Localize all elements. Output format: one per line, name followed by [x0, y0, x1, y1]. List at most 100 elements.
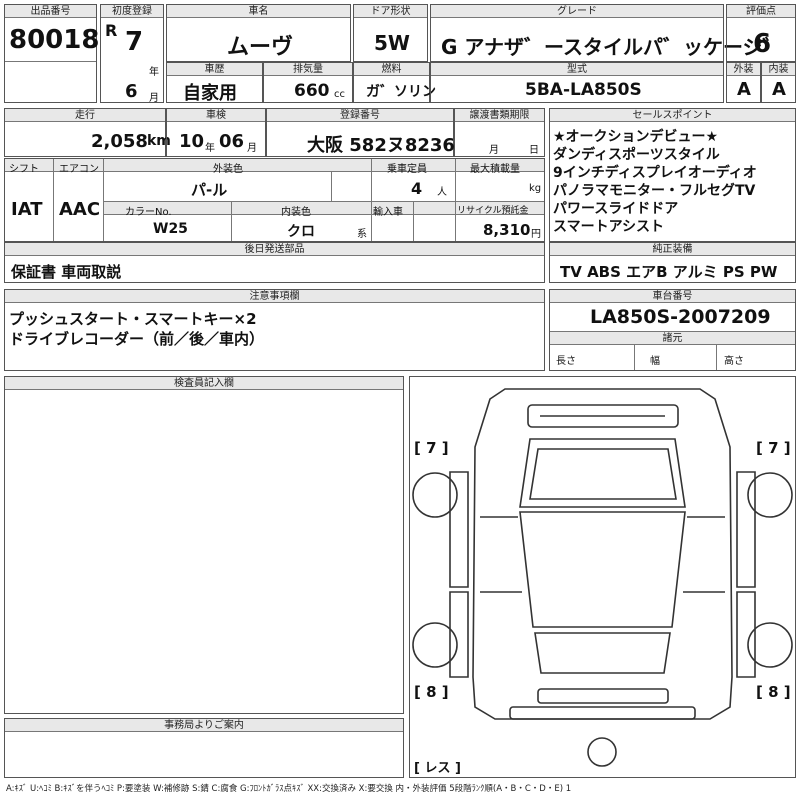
lot-number: 80018: [9, 25, 100, 55]
interior-color-label: 内装色: [281, 207, 311, 218]
displacement-unit: cc: [334, 89, 345, 100]
equipment-box: 純正装備 TV ABS エアB アルミ PS PW: [549, 242, 796, 283]
office-label: 事務局よりご案内: [5, 719, 403, 732]
interior-color: クロ: [287, 224, 315, 240]
exterior-grade: A: [737, 79, 751, 100]
car-name: ムーヴ: [227, 35, 294, 60]
sales-points-box: セールスポイント ★オークションデビュー★ ダンディスポーツスタイル 9インチデ…: [549, 108, 796, 242]
score-box: 評価点 6: [726, 4, 796, 62]
displacement-label: 排気量: [264, 63, 352, 76]
displacement-box: 排気量 660 cc: [263, 62, 353, 103]
specs-label: 諸元: [550, 332, 795, 345]
history-box: 車歴 自家用: [166, 62, 263, 104]
spec-subheader-strip: [104, 202, 544, 215]
plate-number: 大阪 582ヌ8236: [307, 135, 455, 156]
exterior-grade-box: 外装 A: [726, 62, 761, 103]
interior-grade: A: [772, 79, 786, 100]
capacity-unit: 人: [437, 187, 447, 198]
fuel-label: 燃料: [354, 63, 429, 76]
exterior-color: パ-ル: [191, 181, 228, 199]
transfer-box: 譲渡書類期限 月 日: [454, 108, 545, 157]
load-label: 最大積載量: [470, 164, 520, 175]
car-outline-icon: [412, 388, 793, 767]
year-unit: 年: [149, 67, 159, 78]
chassis-box: 車台番号 LA850S-2007209 諸元 長さ 幅 高さ: [549, 289, 796, 371]
spec-header-strip: [5, 159, 544, 172]
model-label: 型式: [431, 63, 723, 76]
office-box: 事務局よりご案内: [4, 718, 404, 778]
legend-text: A:ｷｽﾞ U:ﾍｺﾐ B:ｷｽﾞを伴うﾍｺﾐ P:要塗装 W:補修跡 S:錆 …: [6, 784, 572, 794]
reg-month: 6: [125, 81, 138, 102]
tire-rl-bracket: [ 8 ]: [414, 683, 449, 701]
sales-point-item: 9インチディスプレイオーディオ: [553, 165, 757, 181]
car-diagram: [ 7 ] [ 7 ] [ 8 ] [ 8 ] [ レス ]: [409, 376, 796, 778]
car-name-box: 車名 ムーヴ: [166, 4, 351, 62]
tire-rr-depth: 8: [768, 683, 779, 701]
interior-label: 内装: [762, 63, 795, 76]
tire-rl-depth: 8: [426, 683, 437, 701]
recycle-label: リサイクル預託金: [457, 206, 529, 216]
interior-grade-box: 内装 A: [761, 62, 796, 103]
insp-year-unit: 年: [205, 143, 215, 154]
tire-fr-bracket: [ 7 ]: [756, 439, 791, 457]
capacity: 4: [411, 179, 423, 198]
mileage: 2,058: [91, 131, 148, 152]
load-unit: kg: [529, 183, 542, 194]
spec-table: シフト エアコン 外装色 乗車定員 最大積載量 カラーNo. 内装色 輸入車 リ…: [4, 158, 545, 242]
door-type: 5W: [374, 31, 410, 55]
notes-line: プッシュスタート・スマートキー×2: [9, 310, 257, 328]
history: 自家用: [183, 83, 237, 104]
inspection-label: 車検: [167, 109, 265, 122]
height-label: 高さ: [724, 356, 744, 367]
sales-point-item: ★オークションデビュー★: [553, 129, 719, 145]
shipping-label: 後日発送部品: [5, 243, 544, 256]
ac-label: エアコン: [59, 164, 99, 175]
capacity-label: 乗車定員: [387, 164, 427, 175]
spare-bracket: [ レス ]: [414, 761, 461, 776]
displacement: 660: [294, 81, 330, 101]
ac: AAC: [59, 199, 101, 220]
month-unit: 月: [149, 93, 159, 104]
notes-box: 注意事項欄 プッシュスタート・スマートキー×2 ドライブレコーダー（前／後／車内…: [4, 289, 545, 371]
recycle-fee: 8,310: [483, 221, 531, 239]
car-name-label: 車名: [167, 5, 350, 18]
notes-label: 注意事項欄: [5, 290, 544, 303]
door-label: ドア形状: [354, 5, 427, 18]
interior-color-unit: 系: [357, 229, 367, 240]
reg-year: 7: [125, 27, 144, 57]
score: 6: [753, 29, 772, 59]
insp-month-unit: 月: [247, 143, 257, 154]
lot-box: 出品番号 80018: [4, 4, 100, 103]
color-no: W25: [153, 221, 188, 237]
tire-fl-bracket: [ 7 ]: [414, 439, 449, 457]
fuel: ガ゛ソリン: [366, 84, 436, 100]
inspector-box: 検査員記入欄: [4, 376, 404, 714]
shift: IAT: [11, 199, 43, 220]
length-label: 長さ: [556, 356, 576, 367]
color-label: 外装色: [213, 164, 243, 175]
transfer-label: 譲渡書類期限: [455, 109, 544, 122]
transfer-day-unit: 日: [529, 145, 539, 156]
transfer-month-unit: 月: [489, 145, 499, 156]
chassis-label: 車台番号: [550, 290, 795, 303]
import-label: 輸入車: [373, 207, 403, 218]
mileage-box: 走行 2,058 km: [4, 108, 171, 157]
inspector-label: 検査員記入欄: [5, 377, 403, 390]
tire-fr-depth: 7: [768, 439, 779, 457]
model-box: 型式 5BA-LA850S: [430, 62, 724, 103]
door-box: ドア形状 5W: [353, 4, 428, 62]
sales-points-label: セールスポイント: [550, 109, 795, 122]
fuel-box: 燃料 ガ゛ソリン: [353, 62, 436, 103]
inspection-box: 車検 10 年 06 月: [166, 108, 266, 157]
shift-label: シフト: [9, 164, 39, 175]
sales-point-item: パワースライドドア: [553, 201, 679, 217]
first-registration-box: 初度登録 R 7 年 6 月: [100, 4, 164, 104]
width-label: 幅: [650, 356, 660, 367]
mileage-unit: km: [147, 133, 171, 149]
plate-box: 登録番号 大阪 582ヌ8236: [266, 108, 455, 157]
recycle-unit: 円: [531, 229, 541, 240]
plate-label: 登録番号: [267, 109, 453, 122]
exterior-label: 外装: [727, 63, 760, 76]
history-label: 車歴: [167, 63, 262, 76]
grade-label: グレード: [431, 5, 723, 18]
